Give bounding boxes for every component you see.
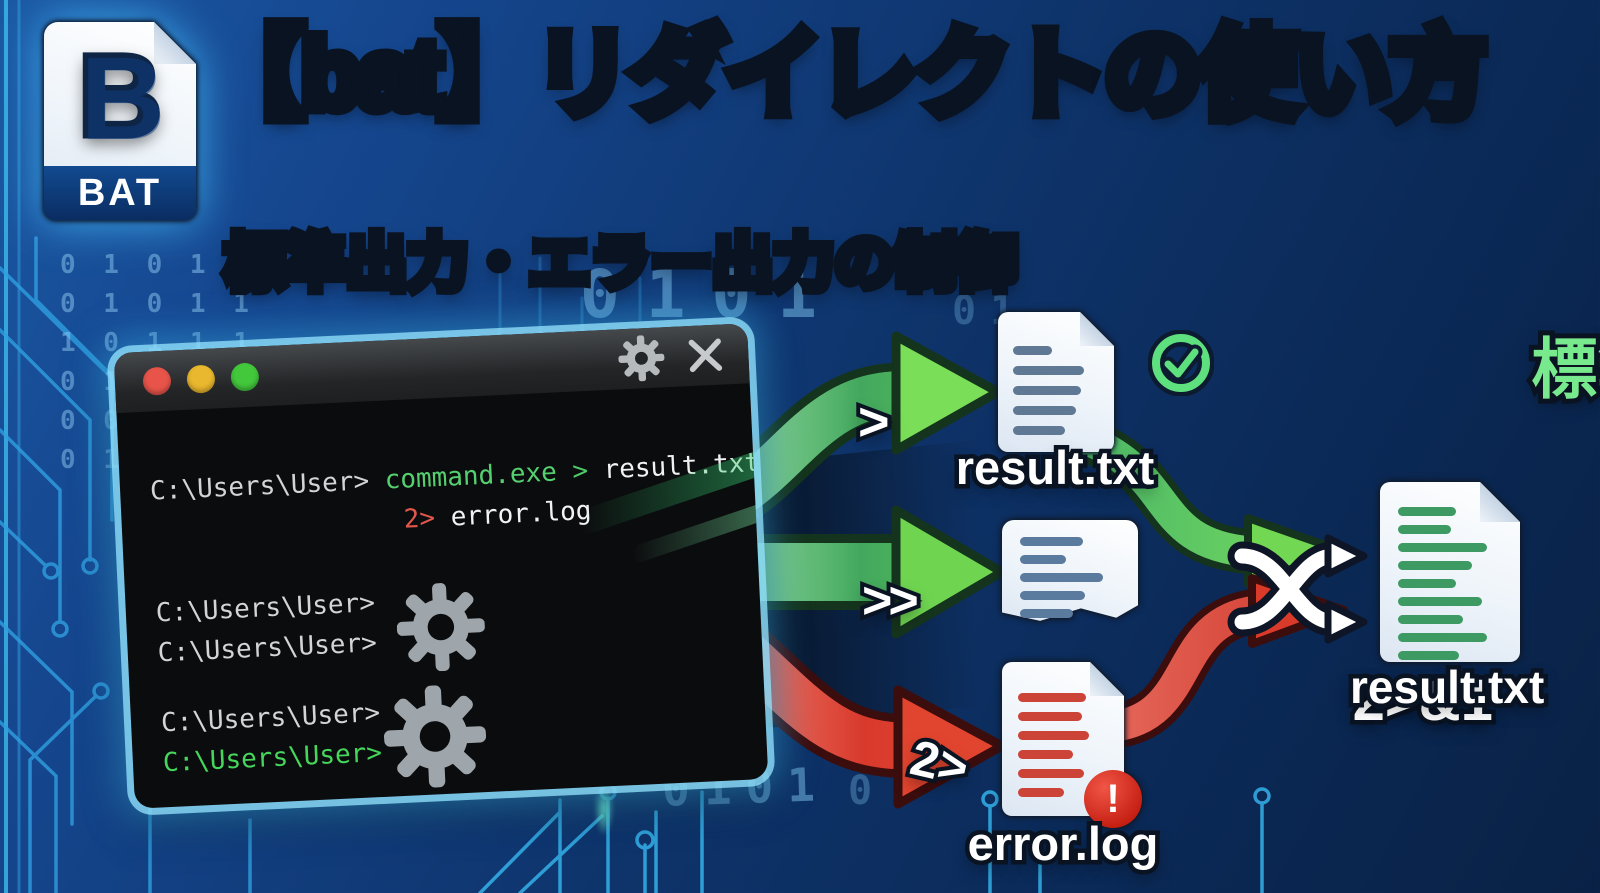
append-operator-label: >> bbox=[862, 571, 919, 631]
document-text-lines bbox=[1017, 692, 1110, 797]
prompt-text: C:\Users\User> bbox=[155, 588, 376, 629]
terminal-titlebar bbox=[113, 323, 750, 414]
document-text-lines bbox=[1019, 536, 1122, 618]
append-file-icon bbox=[1002, 520, 1138, 624]
process-gear-icon bbox=[383, 685, 487, 788]
bat-extension-label: BAT bbox=[77, 171, 163, 214]
stdout-label: 標準出力 bbox=[1531, 316, 1600, 412]
close-icon[interactable] bbox=[685, 335, 725, 375]
prompt-text-active: C:\Users\User> bbox=[162, 738, 383, 779]
result-file-label: result.txt bbox=[950, 440, 1160, 495]
document-fold-corner bbox=[1080, 312, 1114, 346]
bat-extension-band: BAT bbox=[44, 166, 196, 220]
minimize-traffic-light[interactable] bbox=[186, 364, 216, 394]
merged-result-file-icon bbox=[1380, 482, 1520, 662]
exclamation-icon: ! bbox=[1106, 776, 1120, 821]
check-circle-icon bbox=[1148, 330, 1214, 396]
maximize-traffic-light[interactable] bbox=[230, 362, 260, 392]
glow-decoration bbox=[594, 778, 614, 836]
command-text: command.exe bbox=[384, 457, 558, 496]
bat-letter: B bbox=[44, 28, 196, 164]
redirect-target-file: error.log bbox=[449, 495, 593, 533]
stderr-operator: 2> bbox=[403, 503, 436, 535]
result-file-text: result.txt bbox=[956, 440, 1155, 495]
merge-shuffle-icon bbox=[1227, 534, 1368, 644]
merged-result-file-label: result.txt bbox=[1350, 660, 1545, 714]
title-highlight: リダイレクト bbox=[534, 16, 1107, 134]
error-file-label: error.log bbox=[954, 816, 1172, 871]
terminal-window: C:\Users\User> command.exe > result.txt … bbox=[113, 323, 770, 809]
process-gear-icon bbox=[396, 583, 485, 672]
error-file-text: error.log bbox=[968, 816, 1159, 871]
prompt-text: C:\Users\User> bbox=[157, 628, 378, 669]
result-file-icon bbox=[998, 312, 1114, 452]
stdout-operator-label: > bbox=[858, 391, 890, 453]
settings-gear-icon[interactable] bbox=[617, 334, 665, 382]
document-fold-corner bbox=[1090, 662, 1124, 696]
bat-file-icon: B BAT bbox=[44, 22, 196, 220]
title-prefix: 【bat】 bbox=[206, 16, 537, 134]
binary-decoration: 0 bbox=[848, 768, 873, 814]
page-title: 【bat】リダイレクトの使い方 bbox=[206, 16, 1487, 134]
terminal-body: C:\Users\User> command.exe > result.txt … bbox=[116, 383, 770, 834]
close-traffic-light[interactable] bbox=[142, 366, 172, 396]
document-text-lines bbox=[1398, 507, 1503, 661]
merged-result-file-text: result.txt bbox=[1350, 660, 1545, 714]
document-text-lines bbox=[1013, 345, 1100, 435]
prompt-text: C:\Users\User> bbox=[160, 698, 381, 739]
error-file-icon: ! bbox=[1002, 662, 1142, 828]
page-subtitle: 標準出力・エラー出力の制御 完全ガイド bbox=[0, 0, 1267, 302]
prompt-text: C:\Users\User> bbox=[149, 466, 370, 507]
title-suffix: の使い方 bbox=[1104, 16, 1487, 134]
redirect-operator: > bbox=[571, 455, 589, 487]
subtitle-text: 標準出力・エラー出力の制御 bbox=[224, 213, 1017, 302]
